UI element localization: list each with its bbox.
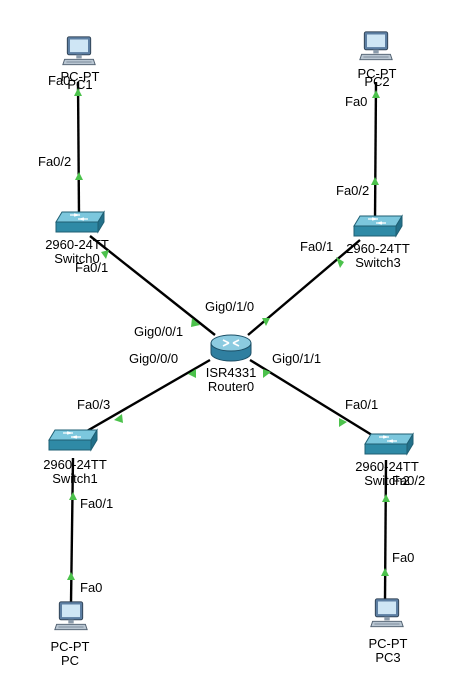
device-label-pc3: PC-PT PC3 — [369, 637, 408, 665]
port-label: Gig0/1/1 — [272, 351, 322, 366]
device-model: ISR4331 — [205, 365, 257, 380]
port-up-indicator — [101, 250, 109, 259]
device-name: PC — [60, 653, 80, 668]
device-label-pc2: PC-PT PC2 — [358, 67, 397, 89]
device-model: 2960-24TT — [43, 457, 107, 472]
port-label: Fa0/1 — [345, 397, 379, 412]
device-label-pc1: PC-PT PC1 — [61, 70, 100, 92]
port-up-indicator — [74, 88, 82, 96]
device-label-pc: PC-PT PC — [51, 640, 90, 668]
port-up-indicator — [188, 369, 196, 378]
link-pc1-switch0[interactable] — [76, 81, 81, 217]
port-indicators — [67, 88, 390, 580]
pc-icon[interactable] — [359, 31, 393, 61]
port-label: Fa0/1 — [80, 496, 114, 511]
switch-icon[interactable] — [364, 433, 414, 455]
pc-icon[interactable] — [54, 601, 88, 631]
device-name: Switch0 — [54, 251, 100, 266]
port-up-indicator — [262, 318, 270, 326]
device-model: 2960-24TT — [355, 459, 419, 474]
switch-icon[interactable] — [55, 211, 105, 233]
device-model: PC-PT — [368, 636, 408, 651]
link-router0-switch2[interactable] — [249, 358, 381, 442]
device-name: PC2 — [364, 74, 390, 89]
device-name: Switch3 — [355, 255, 401, 270]
device-label-switch1: 2960-24TT Switch1 — [43, 458, 107, 486]
port-label: Gig0/0/0 — [129, 351, 179, 366]
router-icon[interactable] — [210, 334, 252, 362]
device-model: 2960-24TT — [45, 237, 109, 252]
device-model: PC-PT — [357, 66, 397, 81]
device-name: Router0 — [207, 379, 255, 394]
port-label: Fa0/1 — [300, 239, 334, 254]
port-up-indicator — [339, 418, 347, 427]
switch-icon[interactable] — [353, 215, 403, 237]
port-label: Fa0/2 — [336, 183, 370, 198]
port-up-indicator — [191, 318, 200, 327]
port-up-indicator — [336, 257, 344, 268]
switch-icon[interactable] — [48, 429, 98, 451]
port-label: Fa0 — [345, 94, 368, 109]
port-up-indicator — [69, 492, 77, 500]
port-label: Fa0/3 — [77, 397, 111, 412]
link-router0-switch1[interactable] — [79, 358, 211, 437]
link-switch0-router0[interactable] — [89, 235, 216, 336]
device-name: Switch2 — [364, 473, 410, 488]
link-pc2-switch3[interactable] — [373, 81, 378, 222]
device-model: PC-PT — [50, 639, 90, 654]
port-label: Gig0/0/1 — [134, 324, 184, 339]
port-up-indicator — [114, 414, 123, 423]
port-label: Fa0/2 — [38, 154, 72, 169]
port-label: Fa0 — [392, 550, 415, 565]
device-model: 2960-24TT — [346, 241, 410, 256]
links — [69, 81, 388, 604]
device-name: Switch1 — [52, 471, 98, 486]
port-up-indicator — [67, 572, 75, 580]
device-model: PC-PT — [60, 69, 100, 84]
device-name: PC3 — [375, 650, 401, 665]
device-name: PC1 — [67, 77, 93, 92]
device-label-switch3: 2960-24TT Switch3 — [346, 242, 410, 270]
port-up-indicator — [381, 568, 389, 576]
port-up-indicator — [382, 494, 390, 502]
device-label-switch0: 2960-24TT Switch0 — [45, 238, 109, 266]
port-up-indicator — [75, 172, 83, 180]
device-label-switch2: 2960-24TT Switch2 — [355, 460, 419, 488]
pc-icon[interactable] — [62, 36, 96, 66]
pc-icon[interactable] — [370, 598, 404, 628]
port-label: Fa0/1 — [75, 260, 109, 275]
port-label: Fa0/2 — [392, 473, 426, 488]
port-up-indicator — [263, 369, 271, 378]
port-up-indicator — [372, 90, 380, 98]
port-up-indicator — [371, 177, 379, 185]
device-label-router0: ISR4331 Router0 — [206, 366, 257, 394]
port-label: Fa0 — [80, 580, 103, 595]
link-switch2-pc3[interactable] — [383, 459, 388, 601]
port-label: Fa0 — [48, 73, 71, 88]
port-label: Gig0/1/0 — [205, 299, 255, 314]
